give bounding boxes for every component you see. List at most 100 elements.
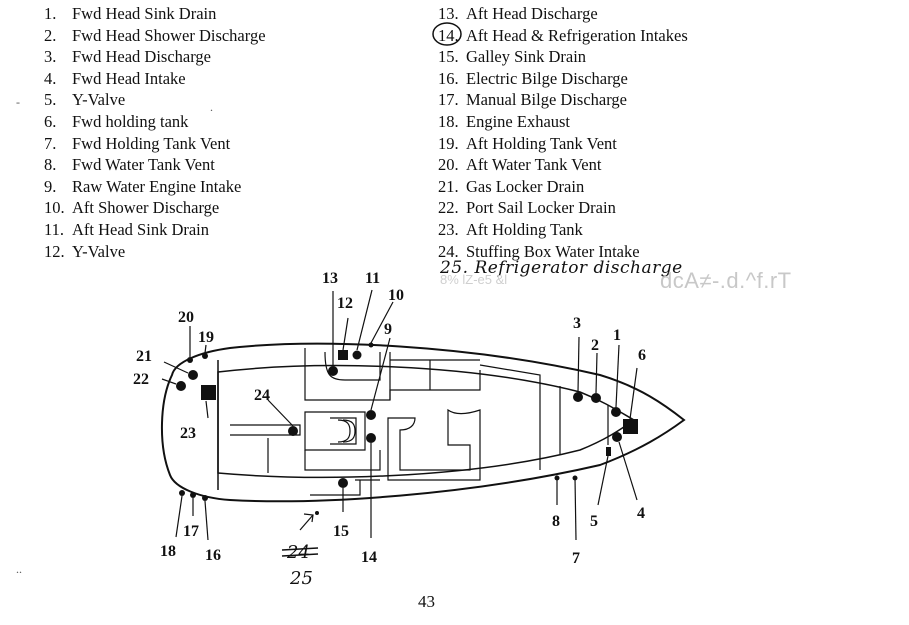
handwritten-correction: 24 25 (286, 542, 313, 589)
legend-item: 6. Fwd holding tank (44, 111, 266, 133)
callout-10: 10 (388, 287, 404, 304)
legend-item-number: 21. (438, 176, 459, 196)
bleed-through-text-small: 8% lZ-e5 &l (440, 272, 508, 287)
circled-item-14 (432, 22, 462, 46)
fitting-2 (591, 393, 601, 403)
legend-item-label: Fwd Head Discharge (72, 47, 211, 67)
legend-item: 20.Aft Water Tank Vent (438, 154, 688, 176)
legend-item-number: 3. (44, 47, 57, 67)
callout-13: 13 (322, 270, 338, 287)
legend-item-number: 7. (44, 133, 57, 153)
legend-item: 14.Aft Head & Refrigeration Intakes (438, 25, 688, 47)
legend-item: 10.Aft Shower Discharge (44, 197, 266, 219)
correction-arrow (299, 513, 314, 531)
callout-14: 14 (361, 549, 377, 566)
fitting-22 (176, 381, 186, 391)
legend-item: 5.Y-Valve (44, 89, 266, 111)
legend-item: 2. Fwd Head Shower Discharge (44, 25, 266, 47)
legend-item-label: Manual Bilge Discharge (466, 90, 627, 110)
legend-item-number: 16. (438, 68, 459, 88)
fitting-20 (187, 357, 193, 363)
callout-18: 18 (160, 543, 176, 560)
legend-item-number: 19. (438, 133, 459, 153)
fitting-17 (190, 492, 196, 498)
legend-item: 9. Raw Water Engine Intake (44, 176, 266, 198)
y-valve-5 (606, 447, 611, 456)
legend-item-label: Stuffing Box Water Intake (466, 241, 640, 261)
fitting-1 (611, 407, 621, 417)
legend-item-label: Gas Locker Drain (466, 176, 585, 196)
legend-item-label: Fwd Water Tank Vent (72, 155, 215, 175)
fittings (176, 342, 638, 501)
legend-item-label: Aft Head Sink Drain (72, 219, 210, 239)
legend-item: 15.Galley Sink Drain (438, 46, 688, 68)
callout-6: 6 (638, 347, 646, 364)
callout-23: 23 (180, 425, 196, 442)
legend-item-label: Engine Exhaust (466, 111, 571, 131)
legend-item-label: Y-Valve (72, 90, 126, 110)
hull-outline (160, 342, 686, 503)
callout-17: 17 (183, 523, 199, 540)
callout-21: 21 (136, 348, 152, 365)
legend-item: 7. Fwd Holding Tank Vent (44, 133, 266, 155)
y-valve-12 (338, 350, 348, 360)
replacement-number: 25 (289, 568, 313, 589)
legend-item-number: 11. (44, 219, 65, 239)
legend-item-number: 8. (44, 155, 57, 175)
legend-item-number: 9. (44, 176, 57, 196)
fitting-11 (352, 350, 362, 360)
aft-head-compartment (304, 348, 391, 401)
callout-9: 9 (384, 321, 392, 338)
legend-item: 13.Aft Head Discharge (438, 3, 688, 25)
legend-item-label: Electric Bilge Discharge (466, 68, 628, 88)
fitting-19 (202, 353, 208, 359)
callout-19: 19 (198, 329, 214, 346)
legend-item: 8. Fwd Water Tank Vent (44, 154, 266, 176)
holding-tank-23 (201, 385, 216, 400)
legend-item-label: Raw Water Engine Intake (72, 176, 242, 196)
legend-item: 24. Stuffing Box Water Intake (438, 241, 688, 263)
legend-item-number: 17. (438, 90, 459, 110)
scan-speck: . (210, 100, 213, 114)
legend-item-number: 4. (44, 68, 57, 88)
scan-speck: .. (16, 562, 22, 576)
fitting-4 (612, 432, 622, 442)
legend-item-label: Port Sail Locker Drain (466, 198, 616, 218)
scan-speck: - (16, 95, 20, 109)
callout-4: 4 (637, 505, 645, 522)
fitting-18 (179, 490, 185, 496)
callout-11: 11 (365, 270, 380, 287)
legend-item-number: 20. (438, 155, 459, 175)
fitting-24 (288, 426, 298, 436)
legend-item: 19. Aft Holding Tank Vent (438, 133, 688, 155)
legend-item-number: 14. (438, 25, 459, 45)
fitting-13 (328, 366, 338, 376)
legend-item-label: Fwd Holding Tank Vent (72, 133, 231, 153)
legend-item: 3. Fwd Head Discharge (44, 46, 266, 68)
fitting-3 (573, 392, 583, 402)
legend-item-label: Aft Holding Tank (466, 219, 583, 239)
legend-item-number: 2. (44, 25, 57, 45)
callout-3: 3 (573, 315, 581, 332)
legend-item: 22.Port Sail Locker Drain (438, 197, 688, 219)
legend-item-label: Fwd Head Intake (72, 68, 186, 88)
legend-item-number: 24. (438, 241, 459, 261)
legend-item-number: 6. (44, 111, 57, 131)
fitting-14 (366, 433, 376, 443)
legend-item-number: 23. (438, 219, 459, 239)
legend-item: 4. Fwd Head Intake (44, 68, 266, 90)
callout-1: 1 (613, 327, 621, 344)
legend-item: 1.Fwd Head Sink Drain (44, 3, 266, 25)
legend-item-label: Fwd Head Shower Discharge (72, 25, 266, 45)
legend-item-label: Fwd holding tank (72, 111, 189, 131)
bleed-through-text: dcA≠-.d.^f.rT (660, 268, 792, 293)
legend-item: 17. Manual Bilge Discharge (438, 89, 688, 111)
callout-22: 22 (133, 371, 149, 388)
holding-tank-6 (623, 419, 638, 434)
callout-12: 12 (337, 295, 353, 312)
legend-item-number: 13. (438, 4, 459, 23)
legend-item-label: Aft Holding Tank Vent (466, 133, 617, 153)
fitting-10 (368, 342, 374, 348)
callout-8: 8 (552, 513, 560, 530)
